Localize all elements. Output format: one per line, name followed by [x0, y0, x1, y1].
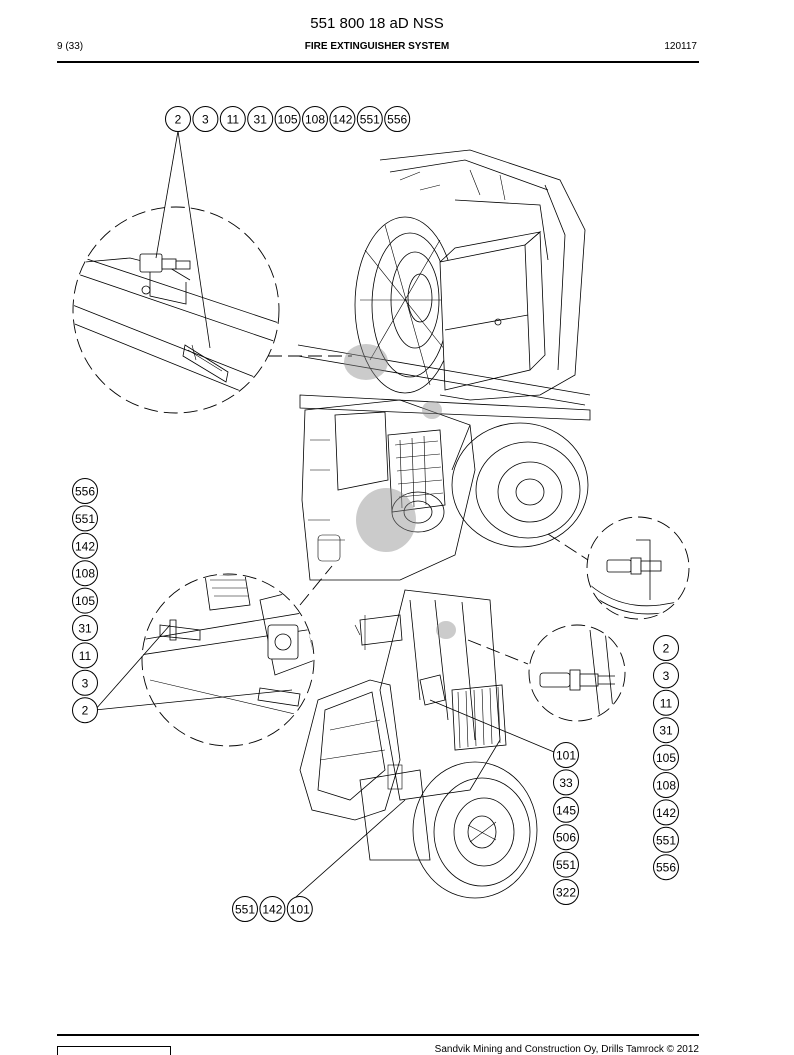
svg-text:551: 551 — [656, 833, 676, 847]
callout-left-551: 551 — [72, 505, 98, 532]
svg-text:11: 11 — [227, 113, 240, 127]
callout-top-31: 31 — [247, 106, 274, 132]
callout-right-3: 3 — [653, 662, 679, 689]
callout-left-11: 11 — [72, 642, 98, 669]
header-rule — [57, 61, 699, 63]
doc-title: 551 800 18 aD NSS — [310, 15, 444, 32]
callout-center-33: 33 — [553, 769, 579, 796]
svg-text:145: 145 — [556, 803, 576, 817]
detail-view-right-upper — [586, 516, 690, 620]
svg-text:105: 105 — [75, 594, 95, 608]
detail-view-upper — [72, 206, 280, 414]
callout-right-2: 2 — [653, 635, 679, 661]
svg-text:108: 108 — [305, 113, 325, 127]
svg-text:3: 3 — [202, 113, 209, 127]
drill-rig-drawing — [297, 149, 591, 899]
svg-text:108: 108 — [75, 567, 95, 581]
leader-lines — [94, 130, 555, 905]
svg-text:2: 2 — [663, 642, 670, 656]
callout-top-551: 551 — [356, 106, 383, 132]
callout-bottom-142: 142 — [259, 896, 286, 922]
svg-text:551: 551 — [75, 512, 95, 526]
callout-center-101: 101 — [553, 742, 579, 768]
svg-text:108: 108 — [656, 779, 676, 793]
callout-right-31: 31 — [653, 717, 679, 744]
svg-text:101: 101 — [290, 903, 310, 917]
svg-text:551: 551 — [235, 903, 255, 917]
callout-center-322: 322 — [553, 879, 579, 905]
svg-text:3: 3 — [663, 669, 670, 683]
svg-text:142: 142 — [262, 903, 282, 917]
svg-text:105: 105 — [278, 113, 298, 127]
sandvik-logo — [57, 1046, 171, 1055]
callout-top-556: 556 — [384, 106, 411, 132]
detail-view-lower — [141, 573, 315, 747]
svg-text:142: 142 — [75, 539, 95, 553]
svg-text:101: 101 — [556, 749, 576, 763]
callout-center-145: 145 — [553, 796, 579, 823]
callout-right-556: 556 — [653, 854, 679, 881]
callout-left-105: 105 — [72, 587, 98, 614]
callout-bottom-101: 101 — [286, 896, 313, 922]
callout-left-3: 3 — [72, 669, 98, 696]
svg-text:551: 551 — [556, 858, 576, 872]
svg-text:556: 556 — [656, 861, 676, 875]
footer-copyright: Sandvik Mining and Construction Oy, Dril… — [434, 1044, 699, 1055]
svg-text:142: 142 — [332, 113, 352, 127]
callout-top-108: 108 — [302, 106, 328, 132]
doc-date: 120117 — [664, 41, 697, 52]
callout-right-11: 11 — [653, 689, 679, 716]
svg-text:322: 322 — [556, 886, 576, 900]
callout-right-551: 551 — [653, 826, 679, 853]
detail-view-right-lower — [528, 624, 626, 722]
svg-text:556: 556 — [387, 113, 407, 127]
callout-right-108: 108 — [653, 772, 679, 798]
svg-text:33: 33 — [559, 776, 573, 790]
footer-rule — [57, 1034, 699, 1036]
svg-text:11: 11 — [660, 696, 673, 710]
svg-text:506: 506 — [556, 831, 576, 845]
callout-center-506: 506 — [553, 824, 579, 851]
svg-text:11: 11 — [79, 649, 92, 663]
callout-left-2: 2 — [72, 697, 98, 724]
callout-center-551: 551 — [553, 851, 579, 878]
callout-left-556: 556 — [72, 478, 98, 504]
callout-left-108: 108 — [72, 560, 98, 587]
callout-bottom-551: 551 — [232, 896, 258, 922]
section-title: FIRE EXTINGUISHER SYSTEM — [304, 41, 450, 52]
callout-right-105: 105 — [653, 744, 679, 771]
svg-text:31: 31 — [659, 724, 673, 738]
callout-left-142: 142 — [72, 532, 98, 559]
svg-text:3: 3 — [82, 676, 89, 690]
callout-top-3: 3 — [192, 106, 219, 132]
callout-top-105: 105 — [274, 106, 301, 132]
callout-top-142: 142 — [329, 106, 356, 132]
svg-text:551: 551 — [360, 113, 380, 127]
page-number: 9 (33) — [57, 41, 84, 52]
svg-text:2: 2 — [82, 704, 89, 718]
callout-left-31: 31 — [72, 615, 98, 641]
callout-top-2: 2 — [165, 106, 191, 132]
callout-right-142: 142 — [653, 799, 679, 826]
svg-text:142: 142 — [656, 806, 676, 820]
svg-text:31: 31 — [78, 622, 92, 636]
svg-text:556: 556 — [75, 485, 95, 499]
svg-text:105: 105 — [656, 751, 676, 765]
svg-text:2: 2 — [175, 113, 182, 127]
svg-text:31: 31 — [254, 113, 268, 127]
callout-top-11: 11 — [219, 106, 246, 132]
